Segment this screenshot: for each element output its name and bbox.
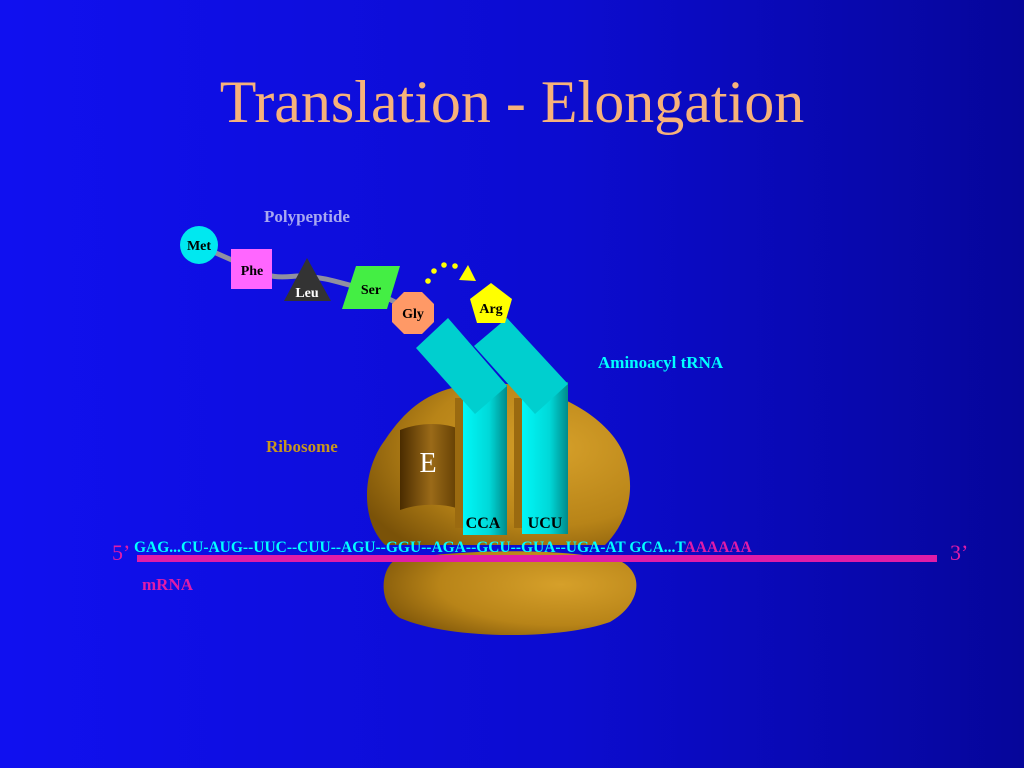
amino-acid-phe — [231, 249, 272, 289]
amino-acid-phe-label: Phe — [241, 264, 264, 279]
amino-acid-ser — [342, 266, 400, 309]
peptide-transfer-arrow — [425, 262, 476, 284]
trna-left-acceptor — [416, 318, 507, 414]
mrna-seq-part1: GAG... — [134, 539, 181, 556]
mrna-strand — [137, 555, 937, 562]
ribosome-small-subunit — [383, 551, 637, 636]
five-prime-label: 5’ — [112, 540, 130, 565]
amino-acid-arg — [470, 283, 512, 323]
mrna-seq-part2: CU-AUG--UUC--CUU--AGU--GGU--AGA--GCU--GU… — [181, 539, 605, 556]
amino-acid-ser-label: Ser — [361, 283, 381, 298]
amino-acid-gly — [392, 292, 434, 334]
mrna-label: mRNA — [142, 575, 194, 594]
three-prime-label: 3’ — [950, 540, 968, 565]
trna-right-acceptor — [474, 318, 568, 414]
amino-acid-met — [180, 226, 218, 264]
mrna-seq-part3: AT GCA...T — [605, 539, 686, 556]
amino-acid-met-label: Met — [187, 239, 211, 254]
slide-title: Translation - Elongation — [219, 69, 805, 135]
amino-acid-arg-label: Arg — [479, 302, 502, 317]
mrna-poly-a: AAAAAA — [685, 539, 753, 556]
mrna-sequence: GAG...CU-AUG--UUC--CUU--AGU--GGU--AGA--G… — [134, 539, 753, 556]
aminoacyl-trna-label: Aminoacyl tRNA — [598, 353, 724, 372]
anticodon-left: CCA — [466, 515, 501, 532]
amino-acid-leu-label: Leu — [295, 286, 319, 301]
e-site-label: E — [419, 448, 436, 479]
amino-acid-leu — [284, 258, 331, 301]
amino-acid-gly-label: Gly — [402, 307, 424, 322]
trna-left-arm — [463, 385, 507, 535]
polypeptide-label: Polypeptide — [264, 207, 350, 226]
e-site-slot — [400, 424, 462, 510]
ribosome-label: Ribosome — [266, 437, 338, 456]
anticodon-right: UCU — [528, 515, 563, 532]
